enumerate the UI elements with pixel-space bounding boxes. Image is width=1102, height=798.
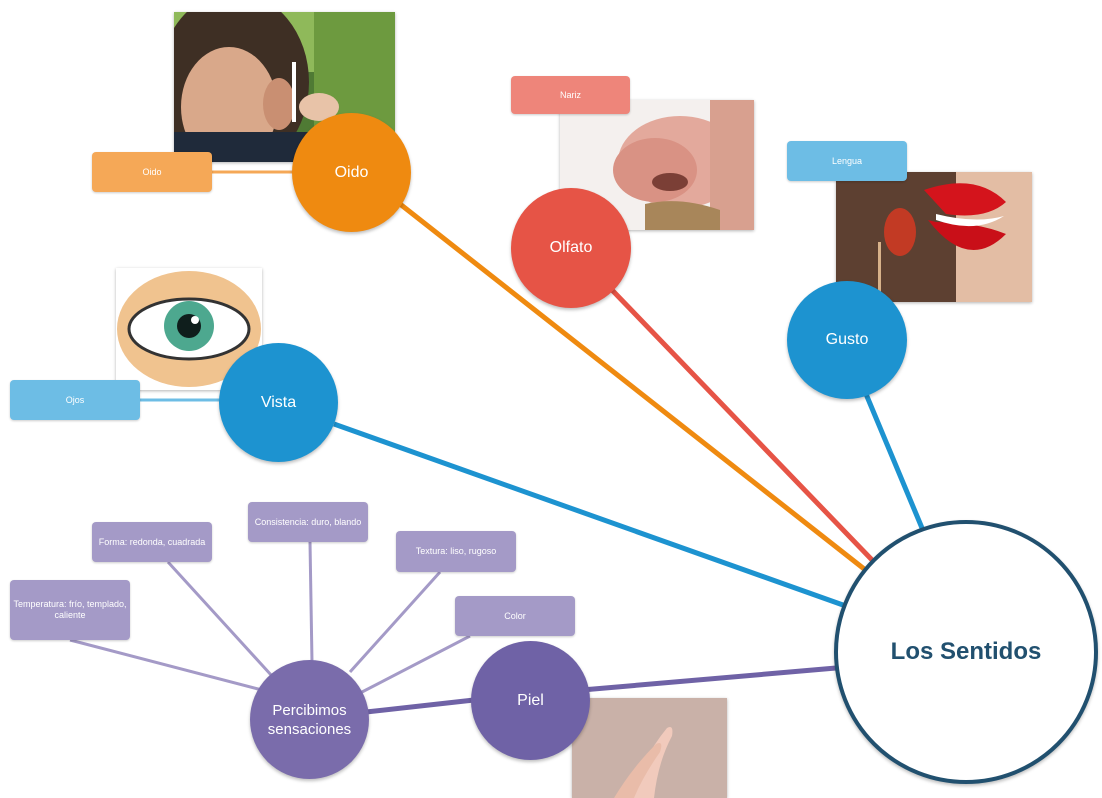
connector-consistencia bbox=[308, 541, 314, 663]
node-gusto-label: Gusto bbox=[825, 331, 869, 348]
label-textura-text: Textura: liso, rugoso bbox=[415, 546, 497, 556]
label-lengua-text: Lengua bbox=[831, 155, 863, 166]
connector-vista bbox=[333, 421, 844, 608]
node-gusto[interactable]: Gusto bbox=[787, 281, 907, 399]
connector-gusto bbox=[863, 393, 925, 529]
node-piel-label: Piel bbox=[517, 691, 544, 709]
connector-textura bbox=[348, 570, 442, 674]
label-nariz[interactable]: Nariz bbox=[511, 76, 630, 114]
label-oido-text: Oido bbox=[142, 166, 162, 177]
node-vista-label: Vista bbox=[260, 393, 297, 411]
connector-forma bbox=[166, 560, 274, 678]
node-olfato[interactable]: Olfato bbox=[511, 188, 631, 308]
label-forma[interactable]: Forma: redonda, cuadrada bbox=[92, 522, 212, 562]
eye-illustration bbox=[116, 268, 262, 390]
label-forma-text: Forma: redonda, cuadrada bbox=[98, 536, 206, 547]
label-color-text: Color bbox=[504, 610, 526, 621]
node-los-sentidos[interactable]: Los Sentidos bbox=[834, 520, 1098, 784]
node-percibimos-label: Percibimos sensaciones bbox=[267, 701, 352, 738]
center-label: Los Sentidos bbox=[890, 638, 1042, 665]
label-consistencia[interactable]: Consistencia: duro, blando bbox=[248, 502, 368, 542]
connector-oido bbox=[398, 202, 870, 574]
label-ojos-text: Ojos bbox=[65, 394, 85, 405]
node-percibimos-sensaciones[interactable]: Percibimos sensaciones bbox=[250, 660, 369, 779]
hands-photo bbox=[572, 698, 727, 798]
label-nariz-text: Nariz bbox=[559, 89, 581, 100]
node-piel[interactable]: Piel bbox=[471, 641, 590, 760]
label-lengua[interactable]: Lengua bbox=[787, 141, 907, 181]
node-oido[interactable]: Oido bbox=[292, 113, 411, 232]
connector-olfato bbox=[610, 288, 876, 564]
label-temperatura-text: Temperatura: frío, templado, caliente bbox=[13, 599, 127, 620]
label-temperatura[interactable]: Temperatura: frío, templado, caliente bbox=[10, 580, 130, 640]
label-color[interactable]: Color bbox=[455, 596, 575, 636]
label-consistencia-text: Consistencia: duro, blando bbox=[254, 516, 362, 527]
label-textura[interactable]: Textura: liso, rugoso bbox=[396, 531, 516, 572]
connector-color bbox=[361, 634, 471, 694]
node-olfato-label: Olfato bbox=[549, 239, 593, 256]
mouth-photo bbox=[836, 172, 1032, 302]
node-vista[interactable]: Vista bbox=[219, 343, 338, 462]
connector-piel bbox=[581, 665, 837, 693]
node-oido-label: Oido bbox=[334, 163, 369, 181]
connector-percibimos-piel bbox=[365, 697, 475, 715]
label-ojos[interactable]: Ojos bbox=[10, 380, 140, 420]
connector-temperatura bbox=[69, 638, 263, 692]
label-oido[interactable]: Oido bbox=[92, 152, 212, 192]
